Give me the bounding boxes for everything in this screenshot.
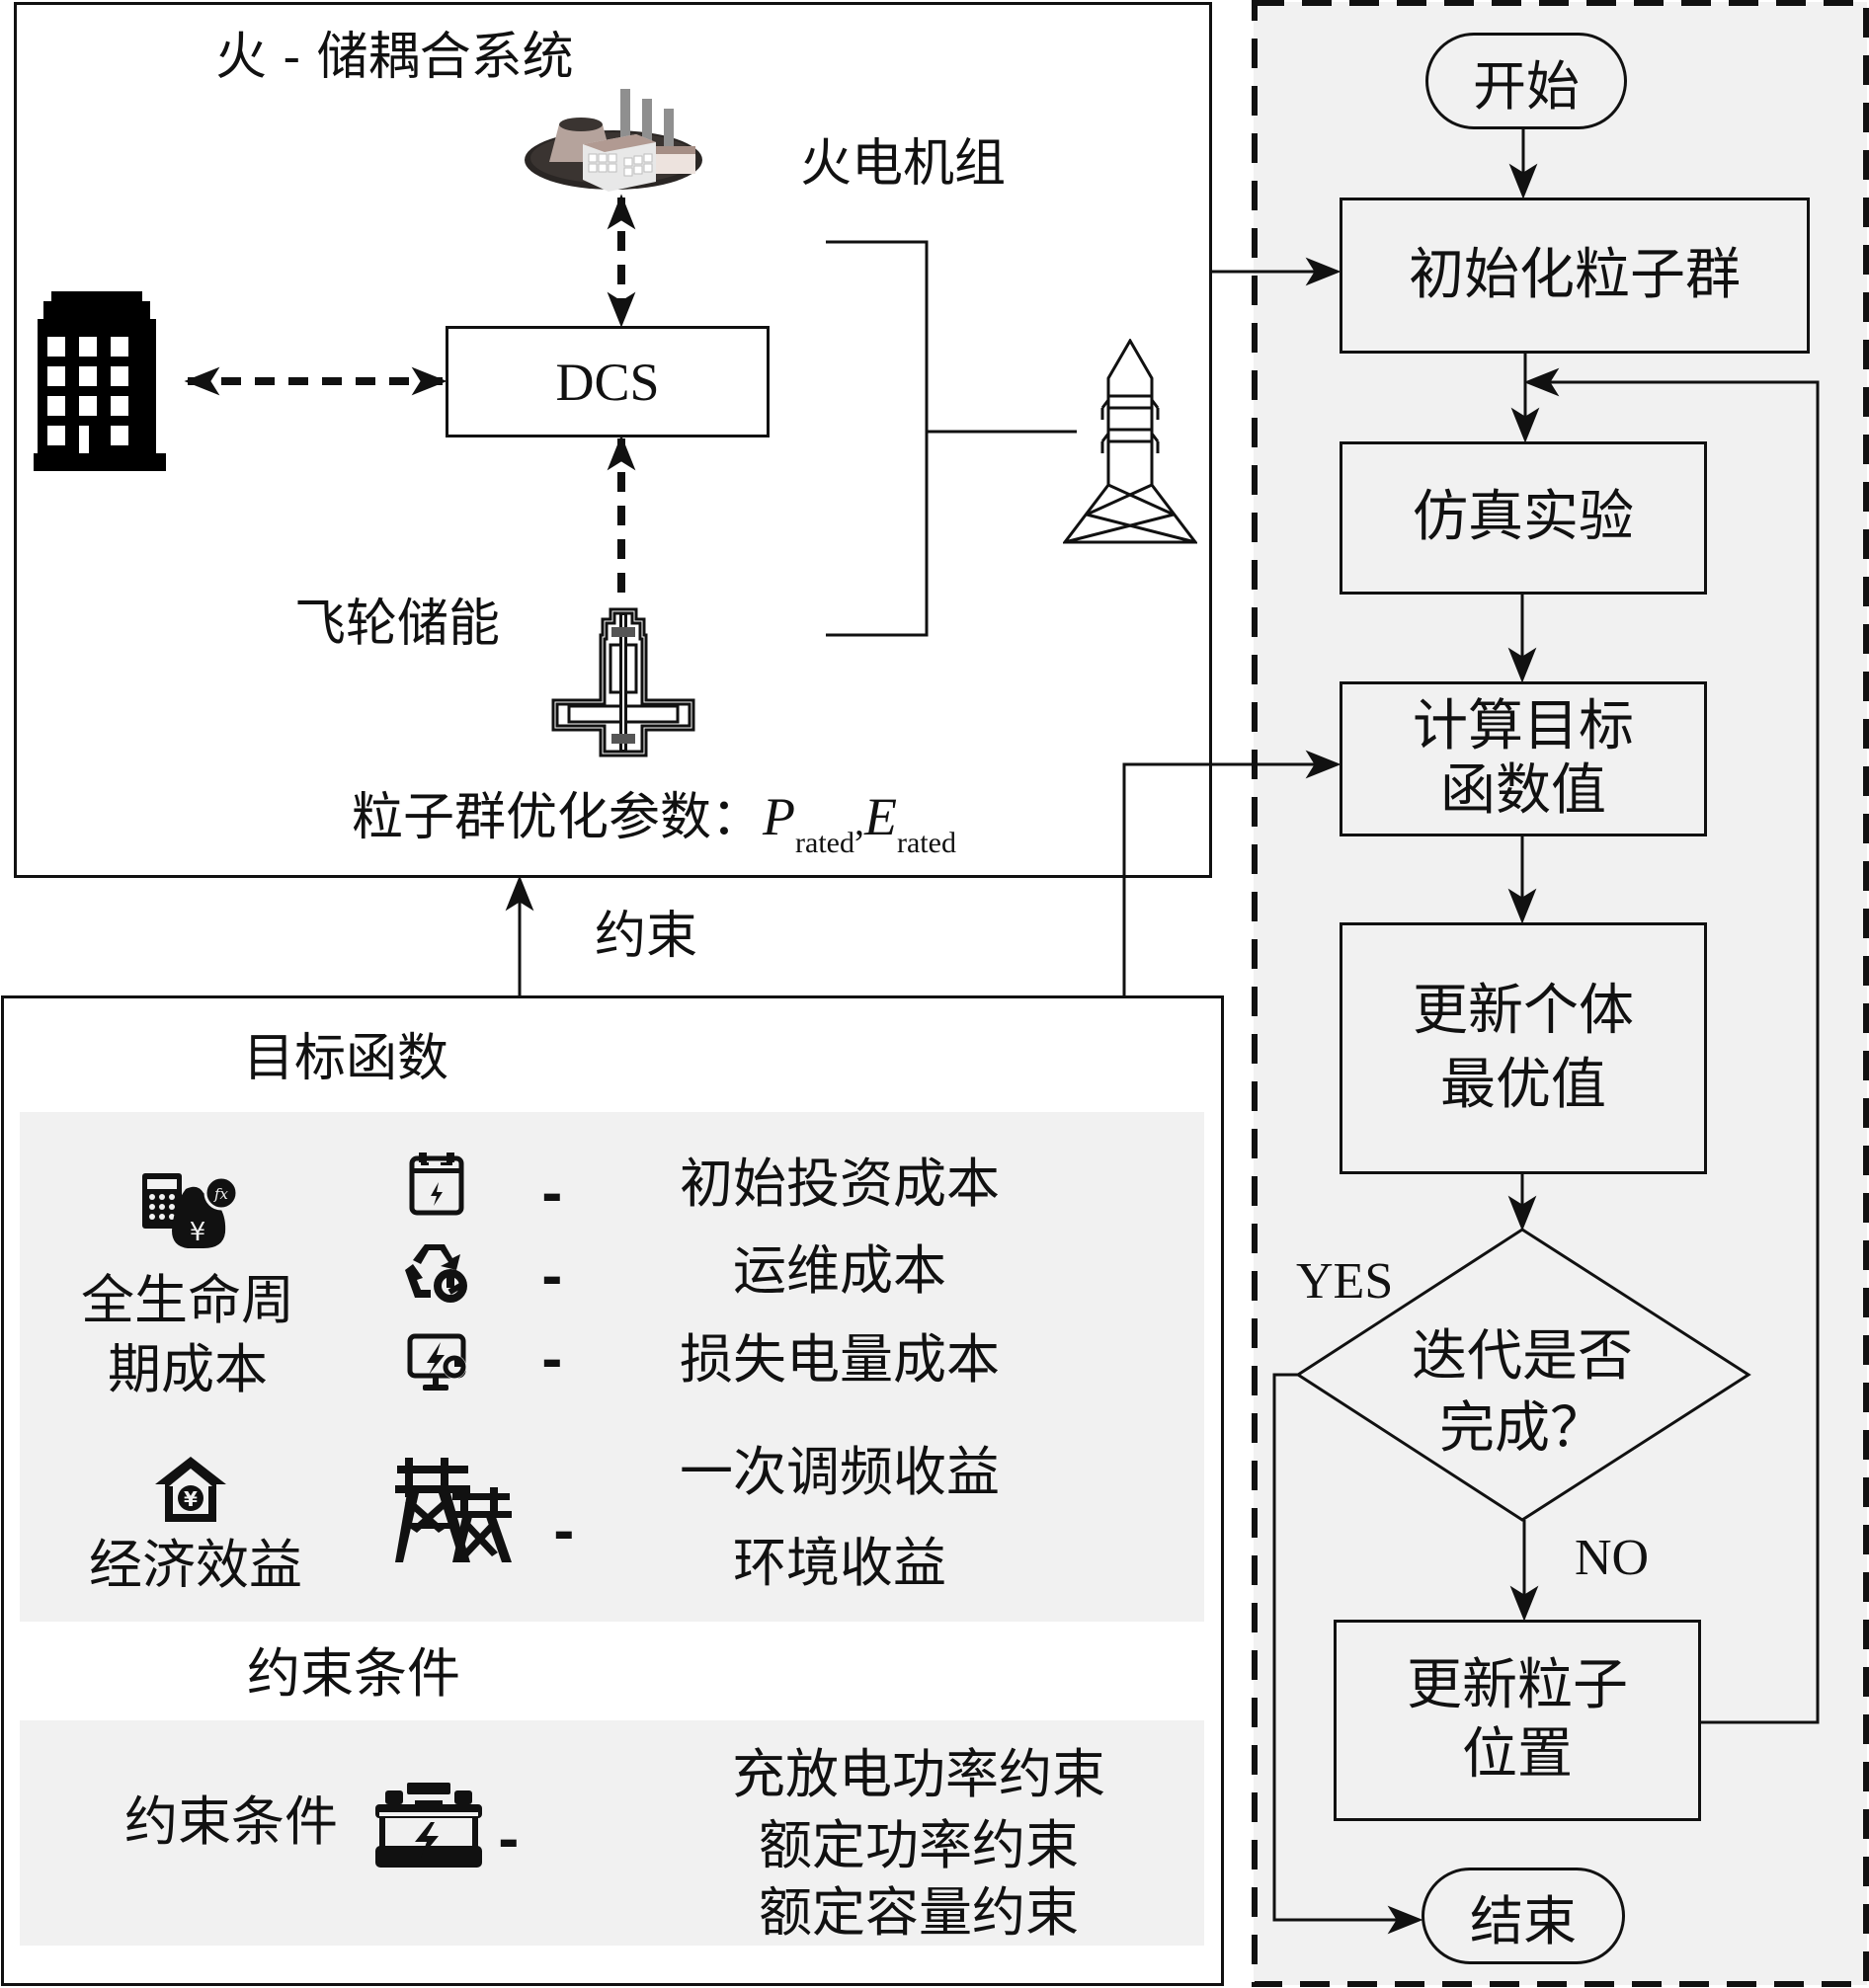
decision-line2: 完成？ <box>1439 1395 1605 1461</box>
charge-discharge-power-constraint: 充放电功率约束 <box>732 1743 1105 1805</box>
simulation-box: 仿真实验 <box>1340 441 1707 595</box>
compute-objective-line1: 计算目标 <box>1413 694 1634 759</box>
decision-label: 迭代是否 完成？ <box>1374 1321 1670 1466</box>
power-plant-icon <box>522 83 705 194</box>
constraints-band <box>20 1720 1204 1946</box>
economic-benefit-label: 经济效益 <box>89 1534 302 1596</box>
svg-text:¥: ¥ <box>184 1487 198 1511</box>
decision-line1: 迭代是否 <box>1412 1324 1633 1389</box>
param-p: P <box>763 787 796 846</box>
end-label: 结束 <box>1470 1889 1577 1952</box>
param-p-subscript: rated <box>795 827 854 859</box>
param-e-subscript: rated <box>896 827 956 859</box>
initial-investment-cost: 初始投资成本 <box>680 1153 1000 1215</box>
update-position-line2: 位置 <box>1462 1722 1573 1787</box>
constraints-title: 约束条件 <box>247 1642 460 1705</box>
flowchart-dashed-border <box>1252 0 1869 1987</box>
init-swarm-box: 初始化粒子群 <box>1340 198 1810 354</box>
update-personal-best-line1: 更新个体 <box>1413 979 1634 1044</box>
office-building-icon <box>34 291 166 471</box>
objective-title: 目标函数 <box>243 1029 449 1088</box>
rated-power-constraint: 额定功率约束 <box>759 1814 1079 1876</box>
compute-objective-line2: 函数值 <box>1440 757 1606 823</box>
power-loss-cost: 损失电量成本 <box>680 1328 1000 1391</box>
constraints-dash: - <box>498 1811 520 1870</box>
flywheel-icon <box>549 605 697 758</box>
primary-frequency-revenue: 一次调频收益 <box>680 1441 1000 1503</box>
flywheel-label: 飞轮储能 <box>294 595 501 654</box>
economic-dash: - <box>553 1503 575 1562</box>
house-yuan-icon: ¥ <box>153 1455 228 1524</box>
power-towers-icon <box>395 1458 512 1562</box>
constraint-arrow-label: 约束 <box>595 907 698 966</box>
objective-to-compute-arrow <box>1122 750 1341 995</box>
start-terminal: 开始 <box>1425 33 1627 129</box>
init-swarm-label: 初始化粒子群 <box>1409 242 1741 307</box>
compute-objective-box: 计算目标 函数值 <box>1340 681 1707 836</box>
update-personal-best-box: 更新个体 最优值 <box>1340 922 1707 1174</box>
plant-grid-bracket <box>826 240 929 637</box>
update-personal-best-line2: 最优值 <box>1440 1052 1606 1117</box>
decision-diamond <box>1295 1228 1751 1522</box>
recycle-wrench-icon <box>403 1240 470 1304</box>
lifecycle-dash-1: - <box>541 1165 563 1225</box>
pso-params-label: 粒子群优化参数： <box>352 788 764 847</box>
simulation-label: 仿真实验 <box>1413 485 1634 550</box>
lifecycle-cost-line1: 全生命周 <box>81 1269 294 1331</box>
calculator-money-icon: ¥ fx <box>142 1171 241 1250</box>
update-position-line1: 更新粒子 <box>1407 1652 1628 1717</box>
param-e: E <box>863 787 897 846</box>
yes-label: YES <box>1296 1253 1394 1310</box>
battery-charge-icon <box>375 1783 482 1868</box>
no-label: NO <box>1575 1530 1650 1586</box>
battery-calendar-icon <box>409 1153 464 1216</box>
yes-branch-arrow <box>1272 1373 1423 1935</box>
svg-text:fx: fx <box>213 1185 229 1203</box>
lifecycle-dash-2: - <box>541 1248 563 1308</box>
start-label: 开始 <box>1473 54 1580 118</box>
end-terminal: 结束 <box>1422 1868 1625 1964</box>
dcs-label: DCS <box>555 352 660 412</box>
transmission-tower-icon <box>1061 338 1199 546</box>
svg-text:¥: ¥ <box>190 1218 206 1247</box>
coupled-system-title: 火 - 储耦合系统 <box>215 28 574 87</box>
pso-params-line: 粒子群优化参数：Prated,Erated <box>352 790 956 858</box>
lifecycle-cost-label: 全生命周 期成本 <box>69 1266 306 1404</box>
operation-maintenance-cost: 运维成本 <box>733 1239 946 1302</box>
param-separator: , <box>853 799 864 843</box>
constraints-label: 约束条件 <box>124 1790 338 1853</box>
lifecycle-dash-3: - <box>541 1331 563 1391</box>
monitor-power-loss-icon <box>407 1333 470 1394</box>
update-position-box: 更新粒子 位置 <box>1334 1620 1701 1821</box>
lifecycle-cost-line2: 期成本 <box>108 1338 268 1401</box>
loop-back-arrow <box>1523 367 1820 1724</box>
thermal-unit-label: 火电机组 <box>800 134 1007 194</box>
environmental-revenue: 环境收益 <box>733 1532 946 1594</box>
rated-capacity-constraint: 额定容量约束 <box>759 1881 1079 1944</box>
